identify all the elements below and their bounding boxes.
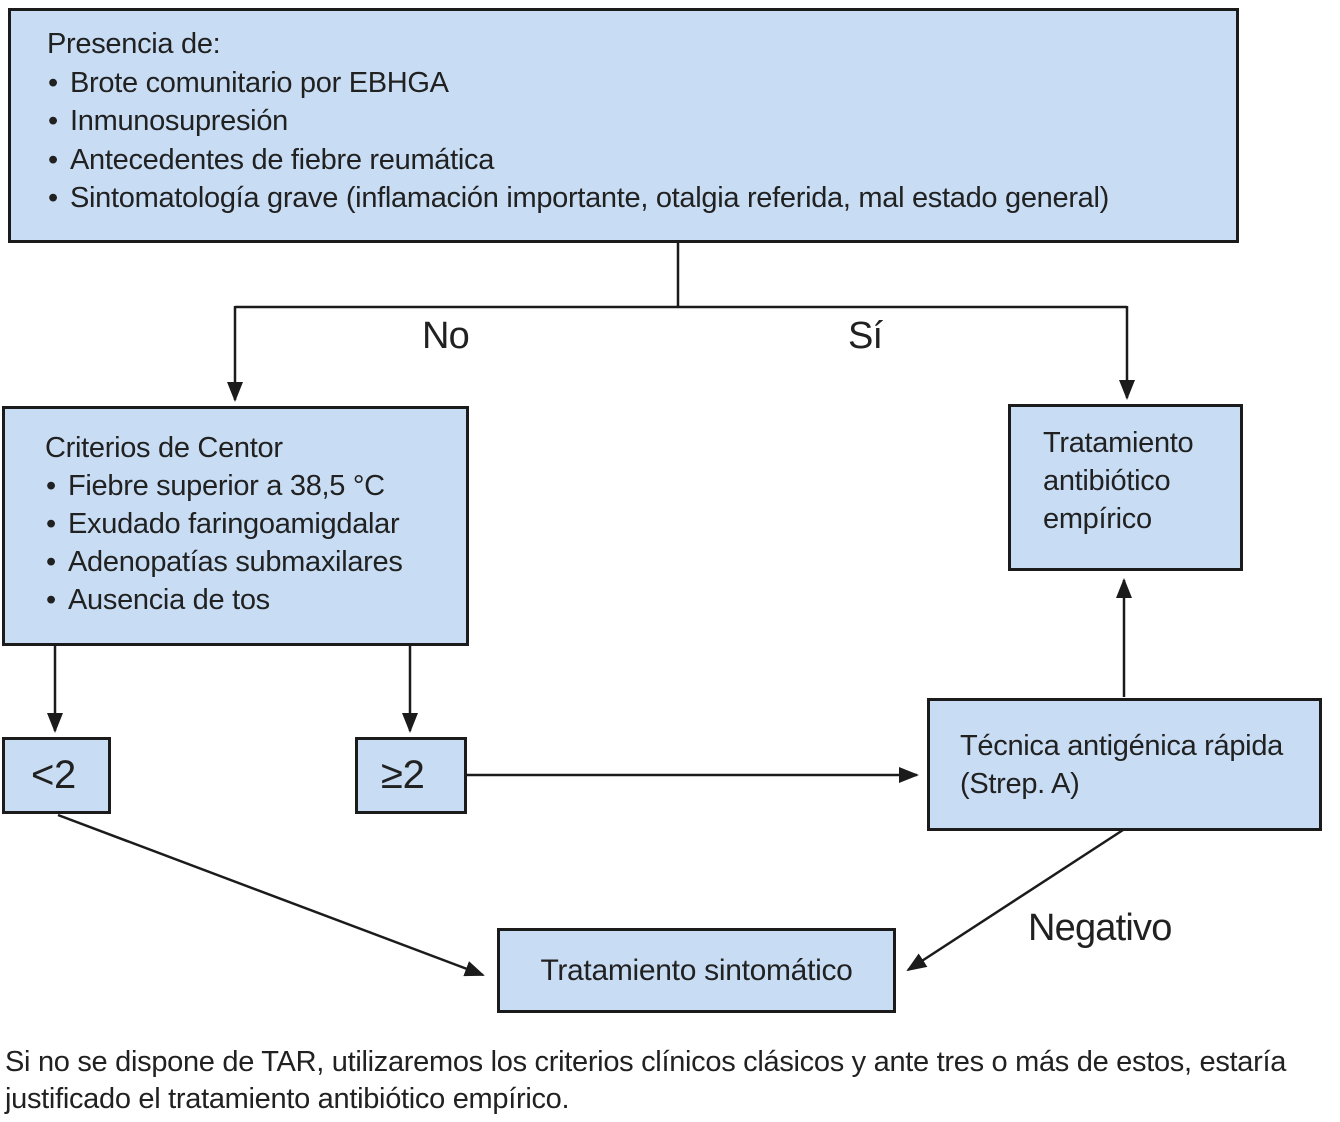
centor-bullet: Exudado faringoamigdalar <box>45 505 458 543</box>
arrow-negativo-to-sintomatico <box>906 828 1124 972</box>
tar-box: Técnica antigénica rápida (Strep. A) <box>927 698 1322 831</box>
presencia-bullet: Sintomatología grave (inflamación import… <box>47 179 1218 218</box>
centor-box: Criterios de Centor Fiebre superior a 38… <box>2 406 469 646</box>
centor-bullet: Adenopatías submaxilares <box>45 543 458 581</box>
antibiotico-label: Tratamiento antibiótico empírico <box>1043 427 1194 535</box>
mayor2-box: ≥2 <box>355 737 467 814</box>
presencia-bullet: Brote comunitario por EBHGA <box>47 64 1218 103</box>
mayor2-label: ≥2 <box>381 753 425 797</box>
centor-title: Criterios de Centor <box>45 432 283 464</box>
arrow-menor2-to-sintomatico <box>57 813 485 977</box>
antibiotico-box: Tratamiento antibiótico empírico <box>1008 404 1243 571</box>
branch-label-no: No <box>422 315 470 357</box>
presencia-bullet: Inmunosupresión <box>47 102 1218 141</box>
sintomatico-box: Tratamiento sintomático <box>497 928 896 1013</box>
centor-bullet-list: Fiebre superior a 38,5 °C Exudado faring… <box>45 467 458 619</box>
presencia-box: Presencia de: Brote comunitario por EBHG… <box>8 8 1239 243</box>
presencia-title: Presencia de: <box>47 28 221 60</box>
menor2-box: <2 <box>2 737 111 814</box>
edge-label-negativo: Negativo <box>1028 907 1172 949</box>
presencia-bullet-list: Brote comunitario por EBHGA Inmunosupres… <box>47 64 1218 218</box>
centor-bullet: Fiebre superior a 38,5 °C <box>45 467 458 505</box>
menor2-label: <2 <box>31 753 77 797</box>
centor-bullet: Ausencia de tos <box>45 581 458 619</box>
footnote-text: Si no se dispone de TAR, utilizaremos lo… <box>5 1046 1287 1115</box>
branch-label-si: Sí <box>848 315 883 357</box>
presencia-bullet: Antecedentes de fiebre reumática <box>47 141 1218 180</box>
sintomatico-label: Tratamiento sintomático <box>540 953 853 987</box>
tar-label: Técnica antigénica rápida (Strep. A) <box>960 729 1283 800</box>
